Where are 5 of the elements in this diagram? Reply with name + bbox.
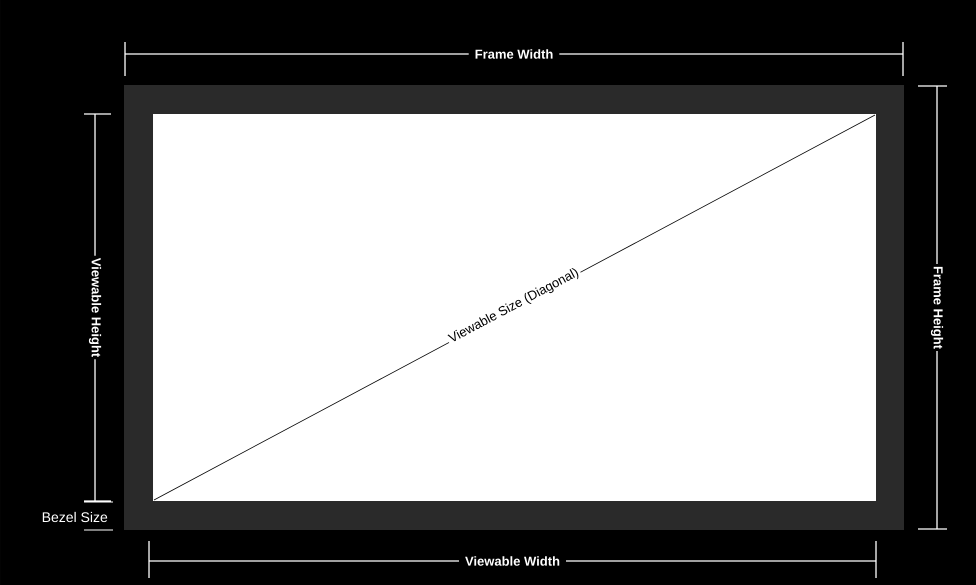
dimension-label: Viewable Width	[459, 554, 566, 568]
dimension-label: Frame Width	[468, 47, 560, 61]
dimension-label: Bezel Size	[42, 512, 108, 522]
dimension-label: Frame Height	[930, 264, 944, 352]
dimension-label: Viewable Height	[88, 256, 102, 360]
